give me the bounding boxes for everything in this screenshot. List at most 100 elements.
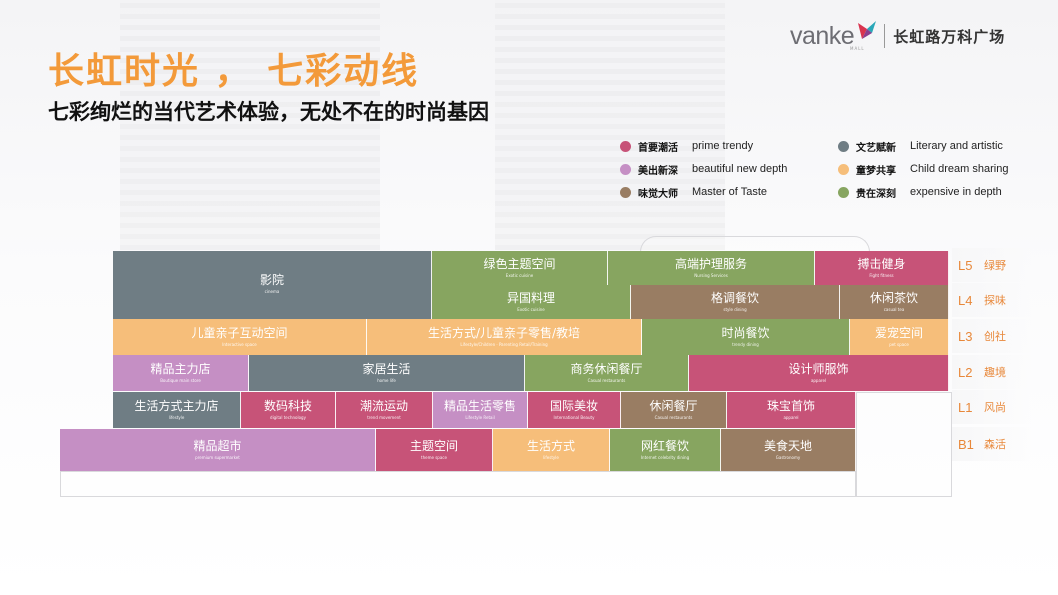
block-label-en: home life <box>377 378 396 383</box>
background-building-right <box>495 0 725 250</box>
legend-item: 贵在深刻 expensive in depth <box>838 184 1002 200</box>
page-subtitle: 七彩绚烂的当代艺术体验，无处不在的时尚基因 <box>48 100 489 124</box>
block-label-zh: 珠宝首饰 <box>766 399 815 413</box>
legend-label-zh: 贵在深刻 <box>856 188 896 200</box>
block-label-en: Boutique main store <box>160 378 201 383</box>
legend-label-zh: 文艺赋新 <box>856 142 896 154</box>
page-title: 长虹时光 ， 七彩动线 <box>48 51 420 92</box>
block-label-en: cinema <box>264 289 280 294</box>
building-base-outline <box>60 471 856 497</box>
block-label-en: lifestyle <box>543 455 559 460</box>
legend-label-zh: 童梦共享 <box>856 165 896 177</box>
legend-swatch <box>838 140 849 152</box>
block-label-en: Gastronomy <box>775 455 801 460</box>
floor-block: 绿色主题空间 Exotic cuisine <box>432 251 608 285</box>
block-label-zh: 儿童亲子互动空间 <box>191 326 288 340</box>
block-label-en: theme space <box>421 455 447 460</box>
block-label-zh: 搏击健身 <box>857 257 906 271</box>
floor-level: L5 <box>958 257 973 273</box>
block-label-en: apparel <box>783 415 799 420</box>
block-label-zh: 商务休闲餐厅 <box>570 362 643 376</box>
block-label-zh: 生活方式主力店 <box>134 399 219 413</box>
block-label-zh: 格调餐饮 <box>710 291 759 305</box>
floor-block: 精品主力店 Boutique main store <box>113 355 249 391</box>
legend-swatch <box>620 140 631 152</box>
block-label-zh: 高端护理服务 <box>674 257 747 271</box>
block-label-en: Lifestyle/Children · Parenting Retail/Tr… <box>460 342 548 347</box>
block-label-zh: 精品生活零售 <box>443 399 516 413</box>
legend-label-zh: 味觉大师 <box>638 188 678 200</box>
block-label-en: pet space <box>889 342 909 347</box>
block-label-en: Lifestyle Retail <box>465 415 495 420</box>
floor-name: 探味 <box>984 294 1006 307</box>
floor-block: 美食天地 Gastronomy <box>721 429 856 471</box>
block-label-en: apparel <box>810 378 827 383</box>
block-label-zh: 美食天地 <box>763 439 812 453</box>
floor-block: 异国料理 Exotic cuisine <box>432 285 631 319</box>
legend-label-en: expensive in depth <box>910 186 1002 198</box>
block-label-zh: 异国料理 <box>506 291 555 305</box>
block-label-zh: 精品主力店 <box>150 362 211 376</box>
legend-label-en: Child dream sharing <box>910 163 1009 175</box>
block-label-zh: 生活方式 <box>526 439 575 453</box>
block-label-zh: 国际美妆 <box>549 399 598 413</box>
floor-block: 高端护理服务 Nursing Services <box>608 251 815 285</box>
floor-block: 格调餐饮 style dining <box>631 285 840 319</box>
block-label-zh: 网红餐饮 <box>640 439 689 453</box>
block-label-en: Interactive space <box>222 342 257 347</box>
legend-swatch <box>838 186 849 198</box>
block-label-en: Exotic cuisine <box>517 307 545 312</box>
legend-swatch <box>838 163 849 175</box>
floor-level: L1 <box>958 399 973 415</box>
legend-item: 童梦共享 Child dream sharing <box>838 161 1008 177</box>
block-label-zh: 绿色主题空间 <box>483 257 556 271</box>
floor-name: 森活 <box>984 438 1006 451</box>
legend-item: 味觉大师 Master of Taste <box>620 184 767 200</box>
block-label-en: style dining <box>723 307 747 312</box>
legend-swatch <box>620 163 631 175</box>
legend-label-en: Master of Taste <box>692 186 767 198</box>
block-label-en: lifestyle <box>168 415 185 420</box>
legend-label-en: beautiful new depth <box>692 163 788 175</box>
block-label-en: Fight fitness <box>869 273 894 278</box>
block-label-en: Exotic cuisine <box>505 273 534 278</box>
floor-block: 爱宠空间 pet space <box>850 319 949 355</box>
floor-name: 绿野 <box>984 259 1006 272</box>
block-label-zh: 休闲餐厅 <box>649 399 698 413</box>
legend-label-en: prime trendy <box>692 140 754 152</box>
block-label-en: digital technology <box>270 415 306 420</box>
logo-separator <box>884 24 886 48</box>
block-label-zh: 潮流运动 <box>359 399 408 413</box>
floor-block: 儿童亲子互动空间 Interactive space <box>113 319 367 355</box>
building-side-outline <box>856 392 952 497</box>
block-label-en: casual tea <box>883 307 905 312</box>
mall-name: 长虹路万科广场 <box>893 27 1006 46</box>
vanke-logo-icon <box>858 21 877 39</box>
floor-block: 主题空间 theme space <box>376 429 493 471</box>
block-label-en: Nursing Services <box>694 273 728 278</box>
block-label-zh: 主题空间 <box>409 439 458 453</box>
block-label-zh: 爱宠空间 <box>874 326 923 340</box>
floor-tag-l5: L5 绿野 <box>952 248 1032 282</box>
building-roof-outline <box>640 236 870 252</box>
floor-block: 生活方式 lifestyle <box>493 429 610 471</box>
